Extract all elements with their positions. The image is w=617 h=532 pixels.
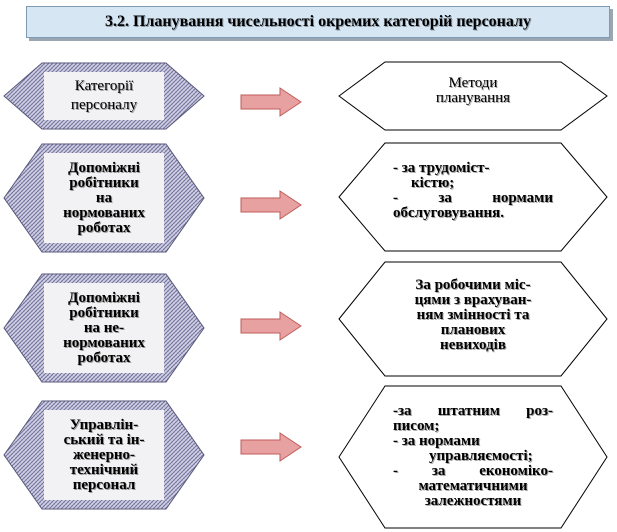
method-hexagon: -за штатним роз- писом; - за нормами упр… <box>337 384 609 530</box>
method-hexagon-shape <box>338 385 608 529</box>
arrow-right-icon <box>240 87 302 117</box>
method-text: За робочими міс- цями з врахуван- ням зм… <box>414 277 532 353</box>
method-hexagon: - за трудоміст- кістю; - за нормами обсл… <box>337 141 609 253</box>
method-text: - за трудоміст- кістю; - за нормами обсл… <box>393 160 553 221</box>
category-label: Управлін- ський та ін- женерно- технічни… <box>63 416 145 493</box>
method-hexagon-shape <box>338 61 608 131</box>
category-hexagon-shape <box>3 62 205 130</box>
category-hexagon: Допоміжні робітники на не- нормованих ро… <box>0 271 208 385</box>
category-label: Допоміжні робітники на не- нормованих ро… <box>63 289 145 366</box>
category-hexagon: Допоміжні робітники на нормованих робота… <box>0 141 208 255</box>
category-label: Допоміжні робітники на нормованих робота… <box>63 159 145 236</box>
category-hexagon-shape <box>3 143 205 253</box>
page-title: 3.2. Планування чисельності окремих кате… <box>26 6 610 38</box>
category-hexagon: Категорії персоналу <box>0 60 208 132</box>
arrow-right-icon <box>240 311 302 341</box>
method-hexagon: За робочими міс- цями з врахуван- ням зм… <box>337 260 609 378</box>
category-hexagon-shape <box>3 273 205 383</box>
method-text: -за штатним роз- писом; - за нормами упр… <box>393 403 553 509</box>
arrow-right-icon <box>240 432 302 462</box>
category-hexagon: Управлін- ський та ін- женерно- технічни… <box>0 398 208 512</box>
category-hexagon-shape <box>3 400 205 510</box>
method-hexagon: Методи планування <box>337 60 609 132</box>
method-hexagon-shape <box>338 261 608 377</box>
category-label: Категорії персоналу <box>70 78 138 113</box>
method-text: Методи планування <box>435 75 511 106</box>
arrow-right-icon <box>240 190 302 220</box>
method-hexagon-shape <box>338 142 608 252</box>
